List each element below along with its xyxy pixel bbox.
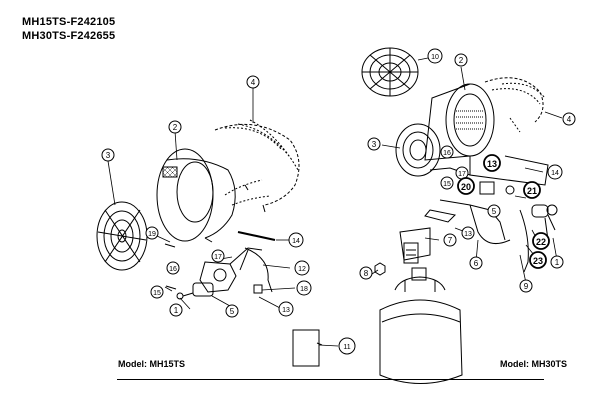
callout-left-19: 19 — [145, 226, 159, 240]
svg-text:22: 22 — [536, 237, 546, 247]
callout-left-16: 16 — [166, 261, 180, 275]
svg-text:17: 17 — [214, 254, 222, 261]
svg-text:9: 9 — [524, 282, 529, 291]
callout-left-13: 13 — [278, 301, 294, 317]
svg-text:20: 20 — [461, 182, 471, 192]
callout-left-5: 5 — [225, 304, 239, 318]
callout-right-1: 1 — [550, 255, 564, 269]
svg-text:11: 11 — [343, 344, 350, 351]
callout-right-4: 4 — [562, 112, 576, 126]
callout-right-21: 21 — [523, 181, 541, 199]
callout-right-9: 9 — [519, 279, 533, 293]
svg-text:16: 16 — [443, 150, 451, 157]
callout-right-7: 7 — [443, 233, 457, 247]
svg-text:3: 3 — [106, 151, 111, 160]
svg-text:19: 19 — [148, 231, 156, 238]
callout-left-4: 4 — [246, 75, 260, 89]
svg-text:23: 23 — [533, 256, 543, 266]
callout-right-2: 2 — [454, 53, 468, 67]
reflector-right — [424, 83, 495, 161]
wire-guard-right — [484, 77, 546, 133]
model-label-right: Model: MH30TS — [500, 359, 568, 369]
svg-text:4: 4 — [251, 78, 256, 87]
svg-text:21: 21 — [527, 186, 537, 196]
callout-right-3: 3 — [367, 137, 381, 151]
owners-manual-11 — [292, 329, 323, 367]
thermocouple-left — [244, 247, 273, 293]
front-grill-right — [395, 123, 441, 177]
callout-left-12: 12 — [294, 260, 310, 276]
callout-left-17: 17 — [211, 249, 225, 263]
callout-right-10: 10 — [427, 48, 443, 64]
callout-right-8: 8 — [359, 266, 373, 280]
svg-text:12: 12 — [298, 266, 306, 273]
callout-right-13a: 13 — [483, 154, 501, 172]
svg-text:7: 7 — [448, 236, 453, 245]
svg-text:4: 4 — [567, 115, 572, 124]
svg-text:10: 10 — [431, 54, 439, 61]
callout-right-15: 15 — [440, 176, 454, 190]
leader-lines — [107, 56, 563, 347]
svg-text:18: 18 — [300, 286, 308, 293]
model-label-left: Model: MH15TS — [118, 359, 186, 369]
svg-text:2: 2 — [173, 123, 178, 132]
callout-right-23: 23 — [529, 251, 547, 269]
callout-left-14: 14 — [288, 232, 304, 248]
svg-text:15: 15 — [443, 181, 451, 188]
callout-left-1: 1 — [169, 303, 183, 317]
svg-text:3: 3 — [372, 140, 377, 149]
callout-right-5: 5 — [487, 204, 501, 218]
front-grill-left — [96, 201, 148, 271]
callout-left-3: 3 — [101, 148, 115, 162]
callout-right-6: 6 — [469, 256, 483, 270]
callout-right-14: 14 — [547, 164, 563, 180]
svg-text:6: 6 — [474, 259, 479, 268]
svg-text:14: 14 — [551, 170, 559, 177]
bracket-7 — [399, 227, 431, 264]
model-number-mh30ts: MH30TS-F242655 — [22, 30, 116, 42]
nut-8 — [374, 262, 386, 276]
knob-18 — [253, 284, 263, 294]
callout-right-22: 22 — [532, 232, 550, 250]
reflector-left — [156, 148, 236, 243]
callout-right-16: 16 — [440, 145, 454, 159]
callout-left-18: 18 — [296, 280, 312, 296]
valve-assembly-left — [176, 247, 263, 300]
svg-text:1: 1 — [174, 306, 179, 315]
svg-text:5: 5 — [230, 307, 235, 316]
svg-text:2: 2 — [459, 56, 464, 65]
callout-left-2: 2 — [168, 120, 182, 134]
grill-10 — [361, 47, 419, 97]
right-heater-assembly — [361, 47, 558, 384]
svg-text:17: 17 — [458, 171, 466, 178]
callout-right-20: 20 — [457, 177, 475, 195]
svg-text:13: 13 — [487, 159, 497, 169]
svg-text:13: 13 — [464, 231, 472, 238]
svg-text:8: 8 — [364, 269, 369, 278]
svg-text:14: 14 — [292, 238, 300, 245]
model-number-mh15ts: MH15TS-F242105 — [22, 16, 116, 28]
callout-11: 11 — [338, 337, 356, 355]
igniter-14-left — [237, 231, 276, 241]
callout-left-15: 15 — [150, 285, 164, 299]
footer-rule — [117, 379, 544, 380]
svg-text:5: 5 — [492, 207, 497, 216]
svg-text:15: 15 — [153, 290, 161, 297]
propane-cylinder — [379, 267, 463, 384]
callout-right-13b: 13 — [461, 226, 475, 240]
svg-text:1: 1 — [555, 258, 560, 267]
svg-text:13: 13 — [282, 307, 290, 314]
left-heater-assembly — [96, 119, 300, 300]
wire-guard-left — [214, 119, 300, 213]
svg-text:16: 16 — [169, 266, 177, 273]
